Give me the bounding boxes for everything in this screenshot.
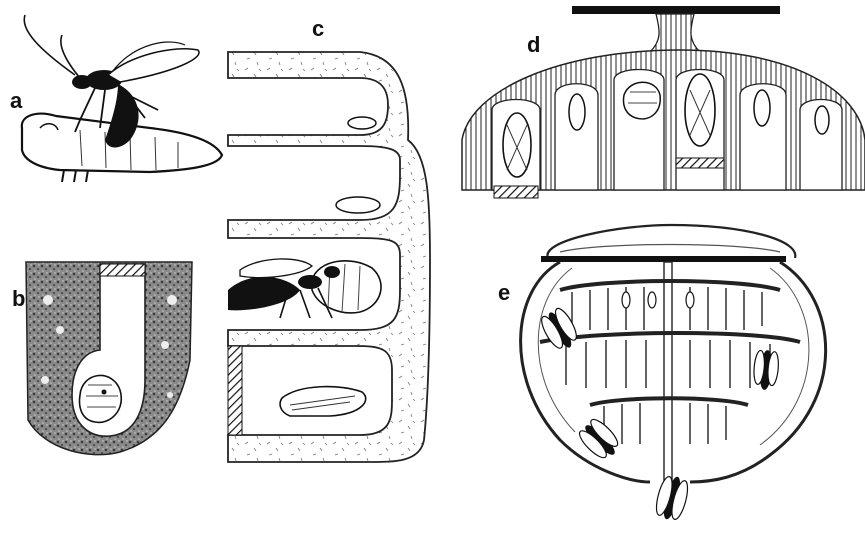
panel-a: a — [10, 15, 222, 182]
panel-e-label: e — [498, 280, 510, 305]
panel-c-label: c — [312, 16, 324, 41]
hanging-comb-section-icon — [462, 6, 865, 198]
support-bar — [572, 6, 780, 14]
wasp-icon — [653, 473, 691, 523]
panel-b: b — [12, 262, 192, 455]
plant-tissue-gall-icon — [26, 262, 192, 455]
panel-d: d — [462, 6, 865, 198]
panel-e: e — [498, 225, 826, 523]
wasp-icon — [752, 349, 779, 391]
nest-envelope-icon — [521, 225, 826, 482]
wasp-icon — [576, 416, 624, 464]
wasp-icon — [538, 306, 582, 355]
panel-b-label: b — [12, 286, 25, 311]
panel-c: c — [228, 16, 430, 462]
nest-cells-section-icon — [228, 52, 430, 462]
panel-d-label: d — [527, 32, 540, 57]
panel-a-label: a — [10, 88, 23, 113]
support-bar — [541, 256, 786, 262]
